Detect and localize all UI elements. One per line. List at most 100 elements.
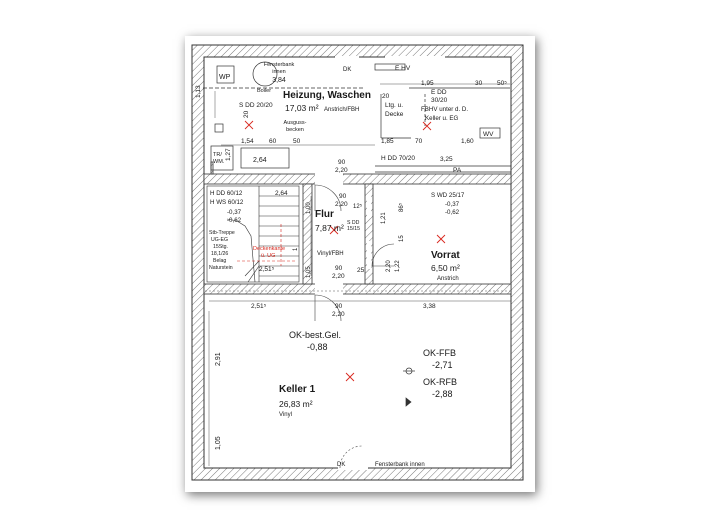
stair-info-6: Naturstein — [209, 265, 233, 271]
dim-220: 2,20 — [386, 260, 392, 272]
dim-105: 1,05 — [306, 266, 312, 278]
hall-room-finish: Vinyl/FBH — [317, 251, 344, 257]
boiler-label: Boiler — [257, 88, 271, 94]
ceiling-edge-label-2: ü. UG — [261, 253, 275, 259]
dim-338: 3,38 — [423, 303, 436, 310]
fbhv-label: FBHV unter d. D. — [421, 106, 468, 113]
dim-50: 50⁵ — [497, 80, 507, 87]
dim-264: 2,64 — [253, 157, 267, 164]
edd-label: E DD — [431, 89, 447, 96]
door-220-c: 2,20 — [332, 273, 345, 280]
dim-20-b: 20 — [382, 93, 390, 100]
dimension-lines — [205, 83, 511, 466]
hall-room-area: 7,87 m² — [315, 223, 344, 233]
ok-best-value: -0,88 — [307, 342, 328, 352]
heating-room-name: Heizung, Waschen — [283, 90, 371, 101]
storage-room-area: 6,50 m² — [431, 263, 460, 273]
basement-room-area: 26,83 m² — [279, 399, 313, 409]
stair-info-5: Belag — [213, 258, 226, 264]
window-sill-height: 3,84 — [272, 77, 286, 84]
heating-fixtures — [203, 61, 511, 173]
level-marker-rfb — [405, 397, 412, 407]
storage-room-finish: Anstrich — [437, 276, 459, 282]
dim-251b: 2,51⁵ — [251, 303, 267, 310]
dim-15: 15 — [399, 235, 405, 242]
dim-86: 86⁵ — [398, 202, 405, 212]
floor-plan-sheet: WP Fensterbank innen 3,84 DK E HV Boiler… — [185, 36, 535, 492]
dim-127: 1,27 — [225, 148, 232, 161]
hall-room-name: Flur — [315, 209, 334, 220]
dim-100: 1,00 — [306, 202, 312, 214]
door-swings — [314, 184, 395, 469]
dim-25: 25 — [357, 267, 365, 274]
ok-ffb-label: OK-FFB — [423, 348, 456, 358]
tr-wm-label: TR/ — [213, 152, 222, 158]
staircase — [206, 185, 300, 283]
swd-level-2: -0,62 — [445, 209, 460, 216]
stair-level-1: -0,37 — [227, 209, 242, 216]
red-x-marker — [345, 372, 355, 382]
door-90-d: 90 — [335, 303, 343, 310]
wv-label: WV — [483, 131, 494, 138]
basement-room-name: Keller 1 — [279, 384, 316, 395]
dim-154: 1,54 — [241, 138, 254, 145]
ltg-label: Ltg. u. — [385, 102, 403, 109]
dim-251-stair: 2,51⁵ — [259, 266, 275, 273]
edd-label-2: 30/20 — [431, 97, 448, 104]
fbhv-label-2: Keller u. EG — [425, 115, 459, 122]
dim-113: 1,13 — [195, 85, 202, 98]
basement-room-finish: Vinyl — [279, 412, 292, 418]
window-sill-label: Fensterbank — [264, 62, 295, 68]
red-markers — [244, 120, 446, 382]
tr-wm-label-2: WM. — [213, 159, 225, 165]
dim-121: 1,21 — [381, 212, 387, 224]
door-90-b: 90 — [339, 193, 347, 200]
dim-264b: 2,64 — [275, 190, 288, 197]
window-sill-bottom: Fensterbank innen — [375, 462, 425, 468]
level-markers — [403, 367, 415, 407]
dk-top-label: DK — [343, 67, 351, 73]
ehv-label: E HV — [395, 65, 411, 72]
dim-105b: 1,05 — [215, 436, 222, 450]
ok-best-label: OK-best.Gel. — [289, 330, 341, 340]
dim-1: 1 — [293, 247, 299, 251]
ok-rfb-label: OK-RFB — [423, 377, 457, 387]
dk-bottom-label: DK — [337, 462, 345, 468]
door-90-c: 90 — [335, 265, 343, 272]
dim-122: 1,22 — [395, 260, 401, 272]
red-x-marker — [436, 234, 446, 244]
sink-box — [240, 147, 290, 169]
sdd-label: S DD 20/20 — [239, 102, 273, 109]
door-220-a: 2,20 — [335, 167, 348, 174]
stair-info-2: UG-EG — [211, 237, 228, 243]
dim-291: 2,91 — [215, 352, 222, 366]
dim-60: 60 — [269, 138, 277, 145]
floor-plan-drawing: WP Fensterbank innen 3,84 DK E HV Boiler… — [191, 44, 524, 481]
dim-160: 1,60 — [461, 138, 474, 145]
openings — [315, 56, 445, 470]
ceiling-edge-label: Deckenkante — [253, 246, 285, 252]
swd-label: S WD 25/17 — [431, 192, 465, 199]
hdd-label: H DD 70/20 — [381, 155, 415, 162]
dim-70: 70 — [415, 138, 423, 145]
heating-room-area: 17,03 m² — [285, 103, 319, 113]
ltg-label-2: Decke — [385, 111, 404, 118]
wp-label: WP — [219, 74, 231, 81]
wp-box — [216, 65, 235, 84]
door-220-d: 2,20 — [332, 311, 345, 318]
ok-ffb-value: -2,71 — [432, 360, 453, 370]
red-x-marker — [244, 120, 254, 130]
door-90-a: 90 — [338, 159, 346, 166]
ok-rfb-value: -2,88 — [432, 389, 453, 399]
dim-50b: 50 — [293, 138, 301, 145]
stair-level-2: -0,62 — [227, 217, 242, 224]
sink-label-2: becken — [286, 127, 304, 133]
pa-label: PA — [453, 167, 462, 174]
dim-325: 3,25 — [440, 156, 453, 163]
dim-185: 1,85 — [381, 138, 394, 145]
stair-info-4: 18,1/26 — [211, 251, 228, 257]
sink-label: Ausguss- — [284, 120, 307, 126]
stair-hdd: H DD 60/12 — [210, 190, 243, 197]
stair-info-1: Stb-Treppe — [209, 230, 235, 236]
stair-hws: H WS 60/12 — [210, 199, 244, 206]
